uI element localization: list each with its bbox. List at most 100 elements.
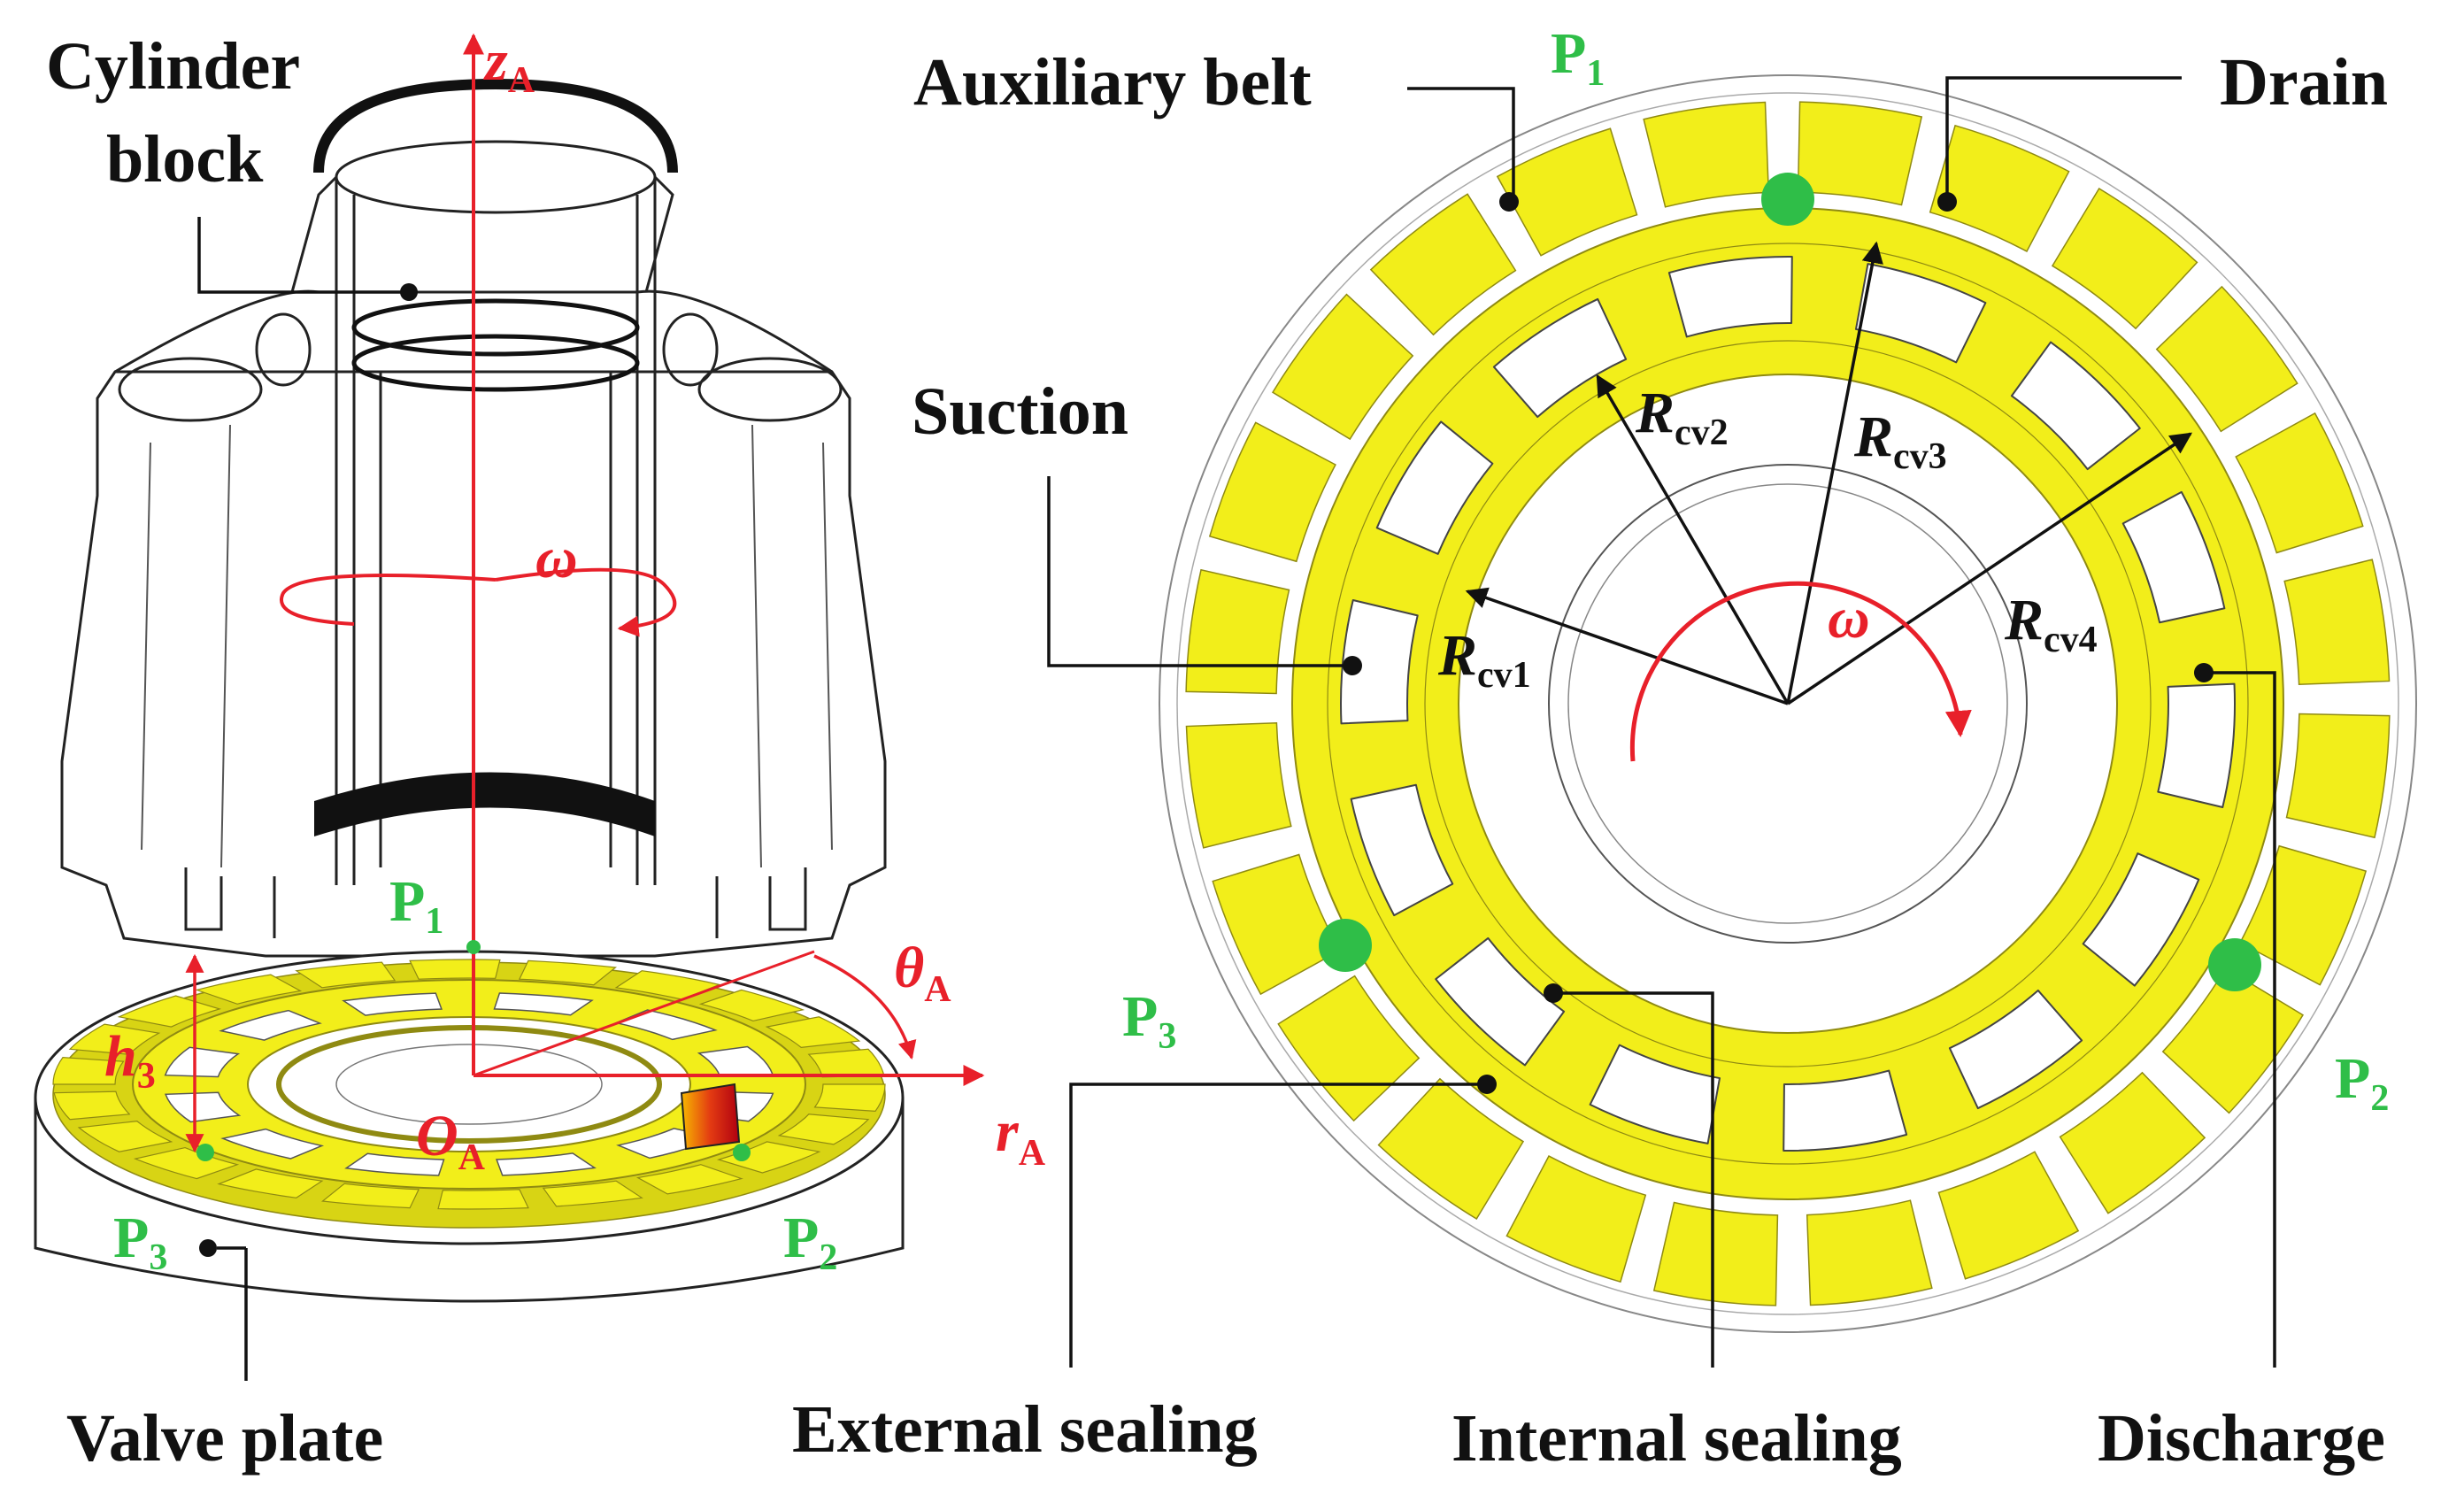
cylinder-block-label-line2: block <box>106 122 264 197</box>
rotation-icon <box>495 567 677 637</box>
belt-pad <box>2235 412 2364 554</box>
p1-label-left: P1 <box>389 869 443 942</box>
belt-pad <box>1271 293 1414 441</box>
kidney-slot <box>2121 490 2226 624</box>
p3-label-right: P3 <box>1122 984 1176 1057</box>
belt-pad <box>1369 193 1517 336</box>
kidney-slot <box>1492 297 1628 419</box>
belt-pad <box>2285 713 2391 839</box>
cylinder-block-drawing <box>60 78 887 958</box>
omega-label-left: ω <box>535 526 578 590</box>
kidney-slot <box>1589 1044 1721 1144</box>
internal-sealing-label: Internal sealing <box>1451 1401 1902 1476</box>
belt-pad <box>1806 1199 1933 1306</box>
internal-sealing-leader-dot <box>1544 983 1563 1003</box>
kidney-slot-3d <box>219 1009 322 1041</box>
valve-plate-label: Valve plate <box>66 1401 383 1476</box>
belt-pad-3d <box>52 1056 125 1085</box>
theta-label: θA <box>894 936 951 1010</box>
p1-marker <box>1761 173 1814 226</box>
kidney-slot-3d <box>613 1009 718 1041</box>
belt-pad <box>1208 421 1336 563</box>
suction-label: Suction <box>912 374 1128 449</box>
theta-arc <box>813 954 917 1060</box>
rcv3-label: Rcv3 <box>1853 405 1947 477</box>
belt-pad <box>1185 721 1292 849</box>
drain-label: Drain <box>2220 45 2388 119</box>
kidney-slot-3d <box>220 1128 325 1160</box>
p3-marker-3d <box>196 1144 214 1161</box>
discharge-leader-dot <box>2194 663 2214 682</box>
kidney-slot <box>1350 783 1454 917</box>
belt-pad <box>2059 1071 2206 1214</box>
belt-pad-3d <box>320 1183 420 1209</box>
inner-bore-circle <box>1548 464 2028 944</box>
valve-plate-top-view: Auxiliary belt Drain Suction External se… <box>792 21 2417 1476</box>
discharge-leader <box>2204 671 2276 1368</box>
belt-pad <box>1643 101 1770 208</box>
belt-pad <box>1212 853 1341 996</box>
belt-pad-3d <box>437 1189 529 1210</box>
p1-label-right: P1 <box>1551 21 1605 94</box>
z-axis-label: zA <box>483 28 535 101</box>
kidney-slot-3d <box>496 1152 597 1176</box>
kidney-slot <box>2010 341 2141 471</box>
belt-pad-3d <box>765 1016 861 1049</box>
r-axis-label: rA <box>996 1099 1046 1174</box>
belt-pad-3d <box>518 959 618 986</box>
belt-pad <box>2283 559 2391 686</box>
belt-pad-3d <box>195 974 303 1005</box>
internal-sealing-leader <box>1553 991 1714 1368</box>
origin-label: OA <box>416 1104 486 1178</box>
belt-pad-3d <box>133 1146 240 1180</box>
belt-pad-3d <box>777 1114 870 1145</box>
valve-plate-leader-dot <box>199 1239 217 1257</box>
kidney-slot <box>1667 256 1793 338</box>
belt-pad <box>1377 1077 1525 1221</box>
belt-pad <box>1929 124 2070 252</box>
belt-pad-3d <box>698 989 805 1022</box>
belt-pad <box>1652 1201 1779 1306</box>
suction-leader <box>1047 476 1352 667</box>
rcv4-label: Rcv4 <box>2004 588 2098 660</box>
suction-leader-dot <box>1343 656 1362 675</box>
flow-element <box>680 1083 741 1151</box>
p2-label-right: P2 <box>2335 1046 2389 1119</box>
belt-pad-3d <box>53 1090 131 1121</box>
cylinder-block-leader <box>197 217 407 294</box>
assembly-view: Cylinder block Valve plate zA rA OA θA h… <box>34 28 1046 1476</box>
rcv2-arrow <box>1596 374 1790 705</box>
kidney-slot <box>1340 598 1419 725</box>
drain-leader-dot <box>1937 192 1957 212</box>
p2-marker-3d <box>733 1144 751 1161</box>
p1-marker-3d <box>466 940 481 954</box>
belt-pad <box>1505 1155 1647 1283</box>
p2-marker <box>2208 938 2261 991</box>
belt-pad-3d <box>716 1141 821 1174</box>
belt-pad <box>1937 1151 2080 1280</box>
belt-pad <box>2161 967 2305 1114</box>
auxiliary-belt-leader-dot <box>1499 192 1519 212</box>
belt-pad-3d <box>409 959 501 980</box>
kidney-slot <box>2082 852 2200 987</box>
theta-ray <box>473 950 815 1077</box>
cylinder-block-leader-dot <box>400 283 418 301</box>
p3-marker <box>1319 919 1372 972</box>
valve-plate-drawing <box>34 950 905 1303</box>
kidney-slot-3d <box>493 992 594 1016</box>
kidney-slot <box>1948 989 2083 1110</box>
belt-pad-3d <box>68 1023 161 1055</box>
omega-label-right: ω <box>1828 586 1870 651</box>
external-sealing-leader <box>1069 1083 1487 1368</box>
kidney-slot <box>2157 682 2236 809</box>
auxiliary-belt-label: Auxiliary belt <box>913 45 1312 119</box>
belt-pad-3d <box>542 1180 643 1207</box>
kidney-slot-3d <box>342 992 443 1016</box>
belt-pad <box>2155 285 2298 433</box>
belt-pad-3d <box>635 1164 743 1195</box>
belt-pad-3d <box>813 1083 886 1113</box>
h3-label: h3 <box>104 1024 156 1097</box>
belt-pad-3d <box>217 1168 324 1198</box>
